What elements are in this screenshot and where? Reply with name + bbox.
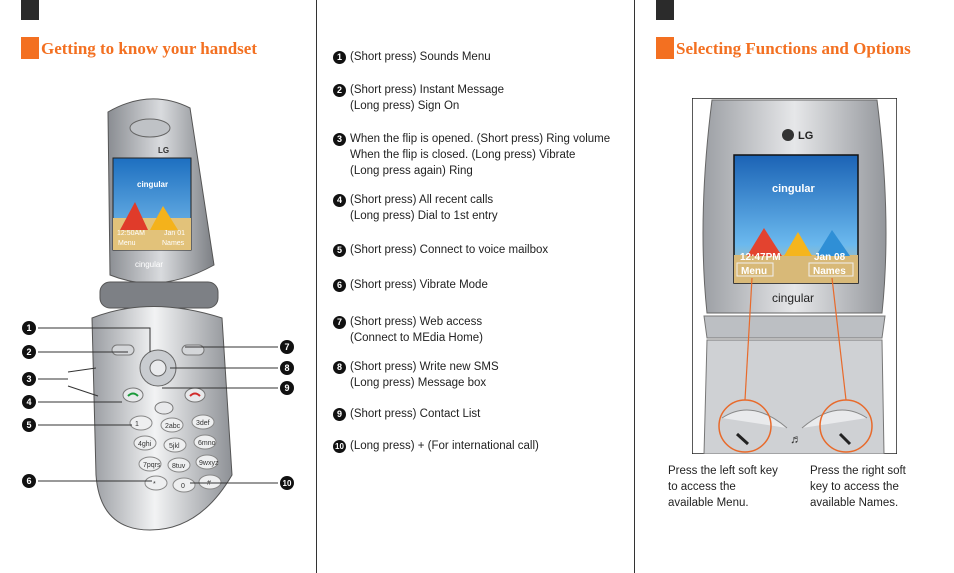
callout-2: 2: [26, 347, 31, 357]
list-item: 5 (Short press) Connect to voice mailbox: [333, 242, 548, 258]
closeup-date: Jan 08: [814, 252, 846, 263]
callout-5: 5: [26, 420, 31, 430]
item-number: 4: [333, 194, 346, 207]
screen-softkey-menu: Menu: [118, 240, 136, 247]
item-number: 10: [333, 440, 346, 453]
closeup-keyboard: [703, 339, 885, 454]
item-text: (Short press) Instant Message: [350, 84, 505, 96]
music-note-icon: ♬: [790, 432, 802, 446]
page-divider-left: [316, 0, 317, 573]
callout-4: 4: [26, 397, 31, 407]
item-text: (Short press) Write new SMS: [350, 361, 499, 373]
key-0: 0: [181, 483, 185, 490]
item-number: 1: [333, 51, 346, 64]
earpiece: [129, 118, 171, 138]
page-divider-right: [634, 0, 635, 573]
handset-logo: LG: [158, 146, 169, 155]
key-4: 4ghi: [138, 441, 152, 448]
hinge: [99, 281, 219, 309]
closeup-menu-label: Menu: [741, 266, 767, 277]
screen-date: Jan 01: [164, 230, 185, 237]
item-number: 3: [333, 133, 346, 146]
closeup-names-label: Names: [813, 266, 846, 277]
flip-brand: cingular: [135, 260, 163, 269]
clear-key: [154, 401, 174, 415]
heading-marker: [656, 37, 674, 59]
key-3: 3def: [196, 420, 210, 427]
list-item: 3 When the flip is opened. (Short press)…: [333, 131, 610, 179]
section-tab-marker: [656, 0, 674, 20]
item-number: 8: [333, 361, 346, 374]
section-tab-marker: [21, 0, 39, 20]
item-text: When the flip is opened. (Short press) R…: [350, 133, 611, 145]
closeup-hinge: [703, 315, 886, 339]
item-text: (Long press) Sign On: [350, 100, 460, 112]
key-2: 2abc: [165, 423, 181, 430]
screen-carrier: cingular: [137, 180, 168, 189]
item-text: (Short press) Connect to voice mailbox: [350, 244, 549, 256]
item-number: 6: [333, 279, 346, 292]
key-5: 5jkl: [169, 443, 180, 450]
item-text: (Short press) Web access: [350, 316, 483, 328]
key-1: 1: [135, 421, 139, 428]
callout-1: 1: [26, 323, 31, 333]
item-text: (Long press) + (For international call): [350, 440, 539, 452]
lg-logo-icon: [782, 129, 794, 141]
screen-time: 12:50AM: [117, 230, 145, 237]
item-text: (Long press) Dial to 1st entry: [350, 210, 498, 222]
caption-left-softkey: Press the left soft key to access the av…: [668, 465, 778, 509]
handset-body: [91, 306, 233, 531]
caption-right-softkey: Press the right soft key to access the a…: [810, 465, 906, 509]
callout-10: 10: [283, 479, 292, 488]
item-text: When the flip is closed. (Long press) Vi…: [350, 149, 576, 161]
item-number: 5: [333, 244, 346, 257]
center-key: [149, 359, 167, 377]
closeup-logo: LG: [798, 130, 813, 142]
item-number: 2: [333, 84, 346, 97]
closeup-names-softkey: [808, 262, 854, 277]
list-item: 1 (Short press) Sounds Menu: [333, 49, 491, 65]
list-item: 7 (Short press) Web access (Connect to M…: [333, 314, 483, 346]
callout-8: 8: [284, 363, 289, 373]
key-7: 7pqrs: [143, 462, 161, 469]
callout-3: 3: [26, 374, 31, 384]
screen-softkey-names: Names: [162, 240, 185, 247]
closeup-menu-softkey: [736, 262, 774, 277]
list-item: 2 (Short press) Instant Message (Long pr…: [333, 82, 504, 114]
key-star: *: [153, 481, 156, 488]
item-text: (Short press) Contact List: [350, 408, 481, 420]
callout-9: 9: [284, 383, 289, 393]
page-title-functions: Selecting Functions and Options: [676, 39, 911, 58]
item-text: (Long press again) Ring: [350, 165, 473, 177]
item-text: (Long press) Message box: [350, 377, 487, 389]
item-text: (Short press) Vibrate Mode: [350, 279, 488, 291]
item-text: (Short press) Sounds Menu: [350, 51, 491, 63]
item-text: (Connect to MEdia Home): [350, 332, 483, 344]
list-item: 6 (Short press) Vibrate Mode: [333, 277, 488, 293]
callout-6: 6: [26, 476, 31, 486]
item-text: (Short press) All recent calls: [350, 194, 494, 206]
send-key: [122, 387, 144, 403]
page-title-handset: Getting to know your handset: [41, 39, 257, 58]
left-soft-key: [111, 344, 135, 356]
key-6: 6mno: [198, 440, 216, 447]
keypad: 1 2abc 3def 4ghi 5jkl 6mno 7pqrs 8tuv 9w…: [129, 414, 222, 493]
item-number: 9: [333, 408, 346, 421]
closeup-carrier: cingular: [772, 183, 816, 195]
end-key: [184, 387, 206, 403]
closeup-time: 12:47PM: [740, 252, 781, 263]
list-item: 8 (Short press) Write new SMS (Long pres…: [333, 359, 499, 391]
closeup-brand: cingular: [772, 291, 814, 305]
item-number: 7: [333, 316, 346, 329]
list-item: 10 (Long press) + (For international cal…: [333, 438, 539, 454]
heading-marker: [21, 37, 39, 59]
key-8: 8tuv: [172, 463, 186, 470]
handset-illustration: LG cingular 12:50AM Jan 01 Menu Names ci…: [22, 98, 294, 531]
list-item: 9 (Short press) Contact List: [333, 406, 480, 422]
key-9: 9wxyz: [199, 460, 219, 467]
callout-7: 7: [284, 342, 289, 352]
list-item: 4 (Short press) All recent calls (Long p…: [333, 192, 498, 224]
handset-closeup-illustration: LG cingular 12:47PM Jan 08 Menu Names ci…: [692, 98, 897, 454]
